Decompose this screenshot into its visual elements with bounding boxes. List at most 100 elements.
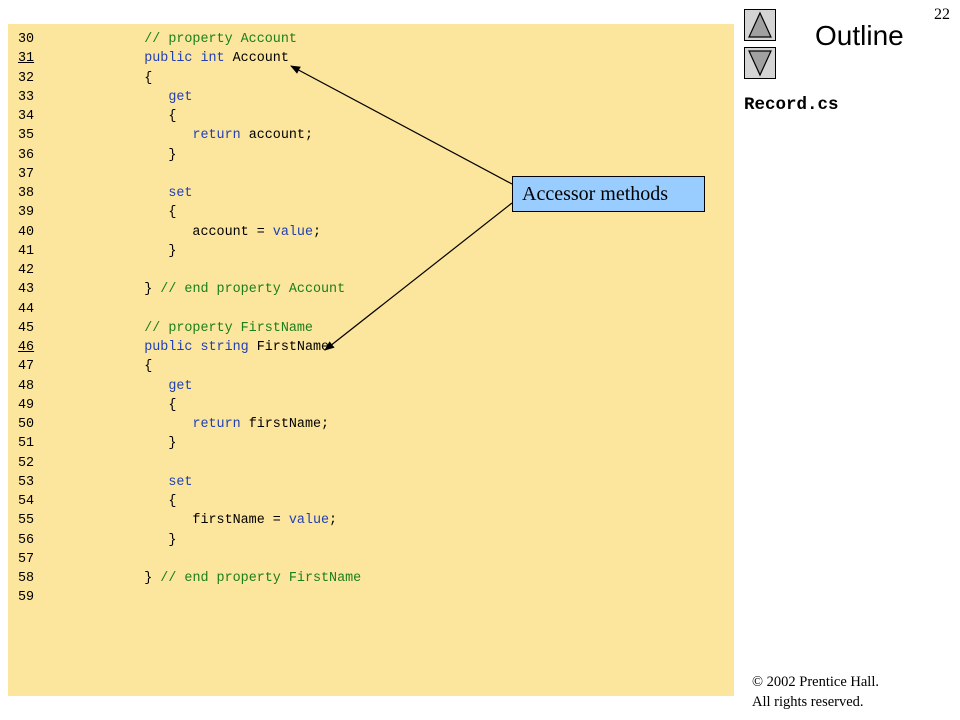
line-number: 34 [18,109,35,124]
code-keyword: set [168,474,193,490]
code-line: 58 } // end property FirstName [18,569,361,588]
code-line: 52 [18,454,361,473]
line-number: 58 [18,571,35,586]
line-number: 48 [18,378,35,394]
line-number: 56 [18,532,35,548]
code-line: 46 public string FirstName [18,338,361,357]
line-number: 44 [18,301,35,317]
file-name: Record.cs [744,95,839,115]
code-line: 50 return firstName; [18,415,361,434]
code-line: 51 } [18,434,361,453]
previous-slide-button[interactable] [744,9,776,41]
code-keyword: string [200,340,249,355]
line-number: 53 [18,474,35,490]
code-keyword: value [272,224,313,240]
code-keyword: int [200,51,225,67]
line-number: 59 [18,590,35,606]
line-number: 50 [18,417,35,432]
arrow-to-account-property [290,65,513,185]
code-line: 40 account = value; [18,223,361,242]
code-text: } [96,436,177,452]
code-comment: // end property FirstName [160,571,362,586]
line-number: 33 [18,89,35,105]
copyright-line-1: © 2002 Prentice Hall. [752,674,879,690]
code-text: } [96,571,161,586]
line-number: 51 [18,436,35,452]
code-line: 53 set [18,473,361,492]
code-text: } [96,243,177,259]
line-number: 45 [18,320,35,336]
arrow-to-firstname-property [324,202,513,351]
accessor-methods-callout: Accessor methods [512,176,705,212]
line-number: 41 [18,243,35,259]
code-text: firstName; [240,417,330,432]
code-comment: // property Account [144,32,297,47]
code-line: 42 [18,261,361,280]
code-text: } [96,532,177,548]
code-keyword: return [192,417,241,432]
code-text: } [96,147,177,163]
line-number: 30 [18,32,35,47]
code-line: 55 firstName = value; [18,511,361,530]
code-text: { [96,494,177,509]
copyright-line-2: All rights reserved. [752,694,864,710]
code-text: FirstName [248,340,330,355]
line-number: 47 [18,359,35,375]
code-line: 47 { [18,357,361,376]
code-line: 56 } [18,531,361,550]
code-line: 43 } // end property Account [18,280,361,299]
next-slide-button[interactable] [744,47,776,79]
line-number: 36 [18,147,35,163]
code-line: 32 { [18,69,361,88]
code-text: ; [312,224,322,240]
triangle-down-icon [748,50,772,77]
code-line: 49 { [18,396,361,415]
line-number: 46 [18,340,35,355]
code-keyword: get [168,378,193,394]
code-line: 39 { [18,203,361,222]
line-number: 54 [18,494,35,509]
line-number: 38 [18,186,35,201]
code-line: 35 return account; [18,126,361,145]
code-line: 38 set [18,184,361,203]
copyright-notice: © 2002 Prentice Hall. All rights reserve… [752,672,879,712]
code-line: 59 [18,588,361,607]
code-line: 30 // property Account [18,30,361,49]
code-text: { [96,205,177,221]
code-text: } [96,282,161,298]
code-line: 45 // property FirstName [18,319,361,338]
code-line: 54 { [18,492,361,511]
code-keyword: public [144,340,193,355]
line-number: 52 [18,455,35,471]
line-number: 39 [18,205,35,221]
outline-title: Outline [815,20,904,51]
code-text: account = [96,224,273,240]
code-line: 48 get [18,377,361,396]
code-line: 33 get [18,88,361,107]
page-number: 22 [934,6,950,23]
line-number: 49 [18,397,35,413]
code-comment: // end property Account [160,282,346,298]
code-line: 37 [18,165,361,184]
triangle-up-icon [748,11,772,38]
line-number: 31 [18,51,35,67]
code-text: { [96,359,153,375]
code-keyword: get [168,89,193,105]
code-text: Account [224,51,289,67]
line-number: 55 [18,513,35,529]
code-line: 31 public int Account [18,49,361,68]
line-number: 43 [18,282,35,298]
line-number: 57 [18,551,35,567]
code-keyword: public [144,51,193,67]
code-text: account; [240,128,313,144]
code-line: 44 [18,300,361,319]
code-keyword: return [192,128,241,144]
line-number: 37 [18,166,35,182]
code-line: 41 } [18,242,361,261]
code-line: 57 [18,550,361,569]
code-line: 34 { [18,107,361,126]
code-text: { [96,109,177,124]
